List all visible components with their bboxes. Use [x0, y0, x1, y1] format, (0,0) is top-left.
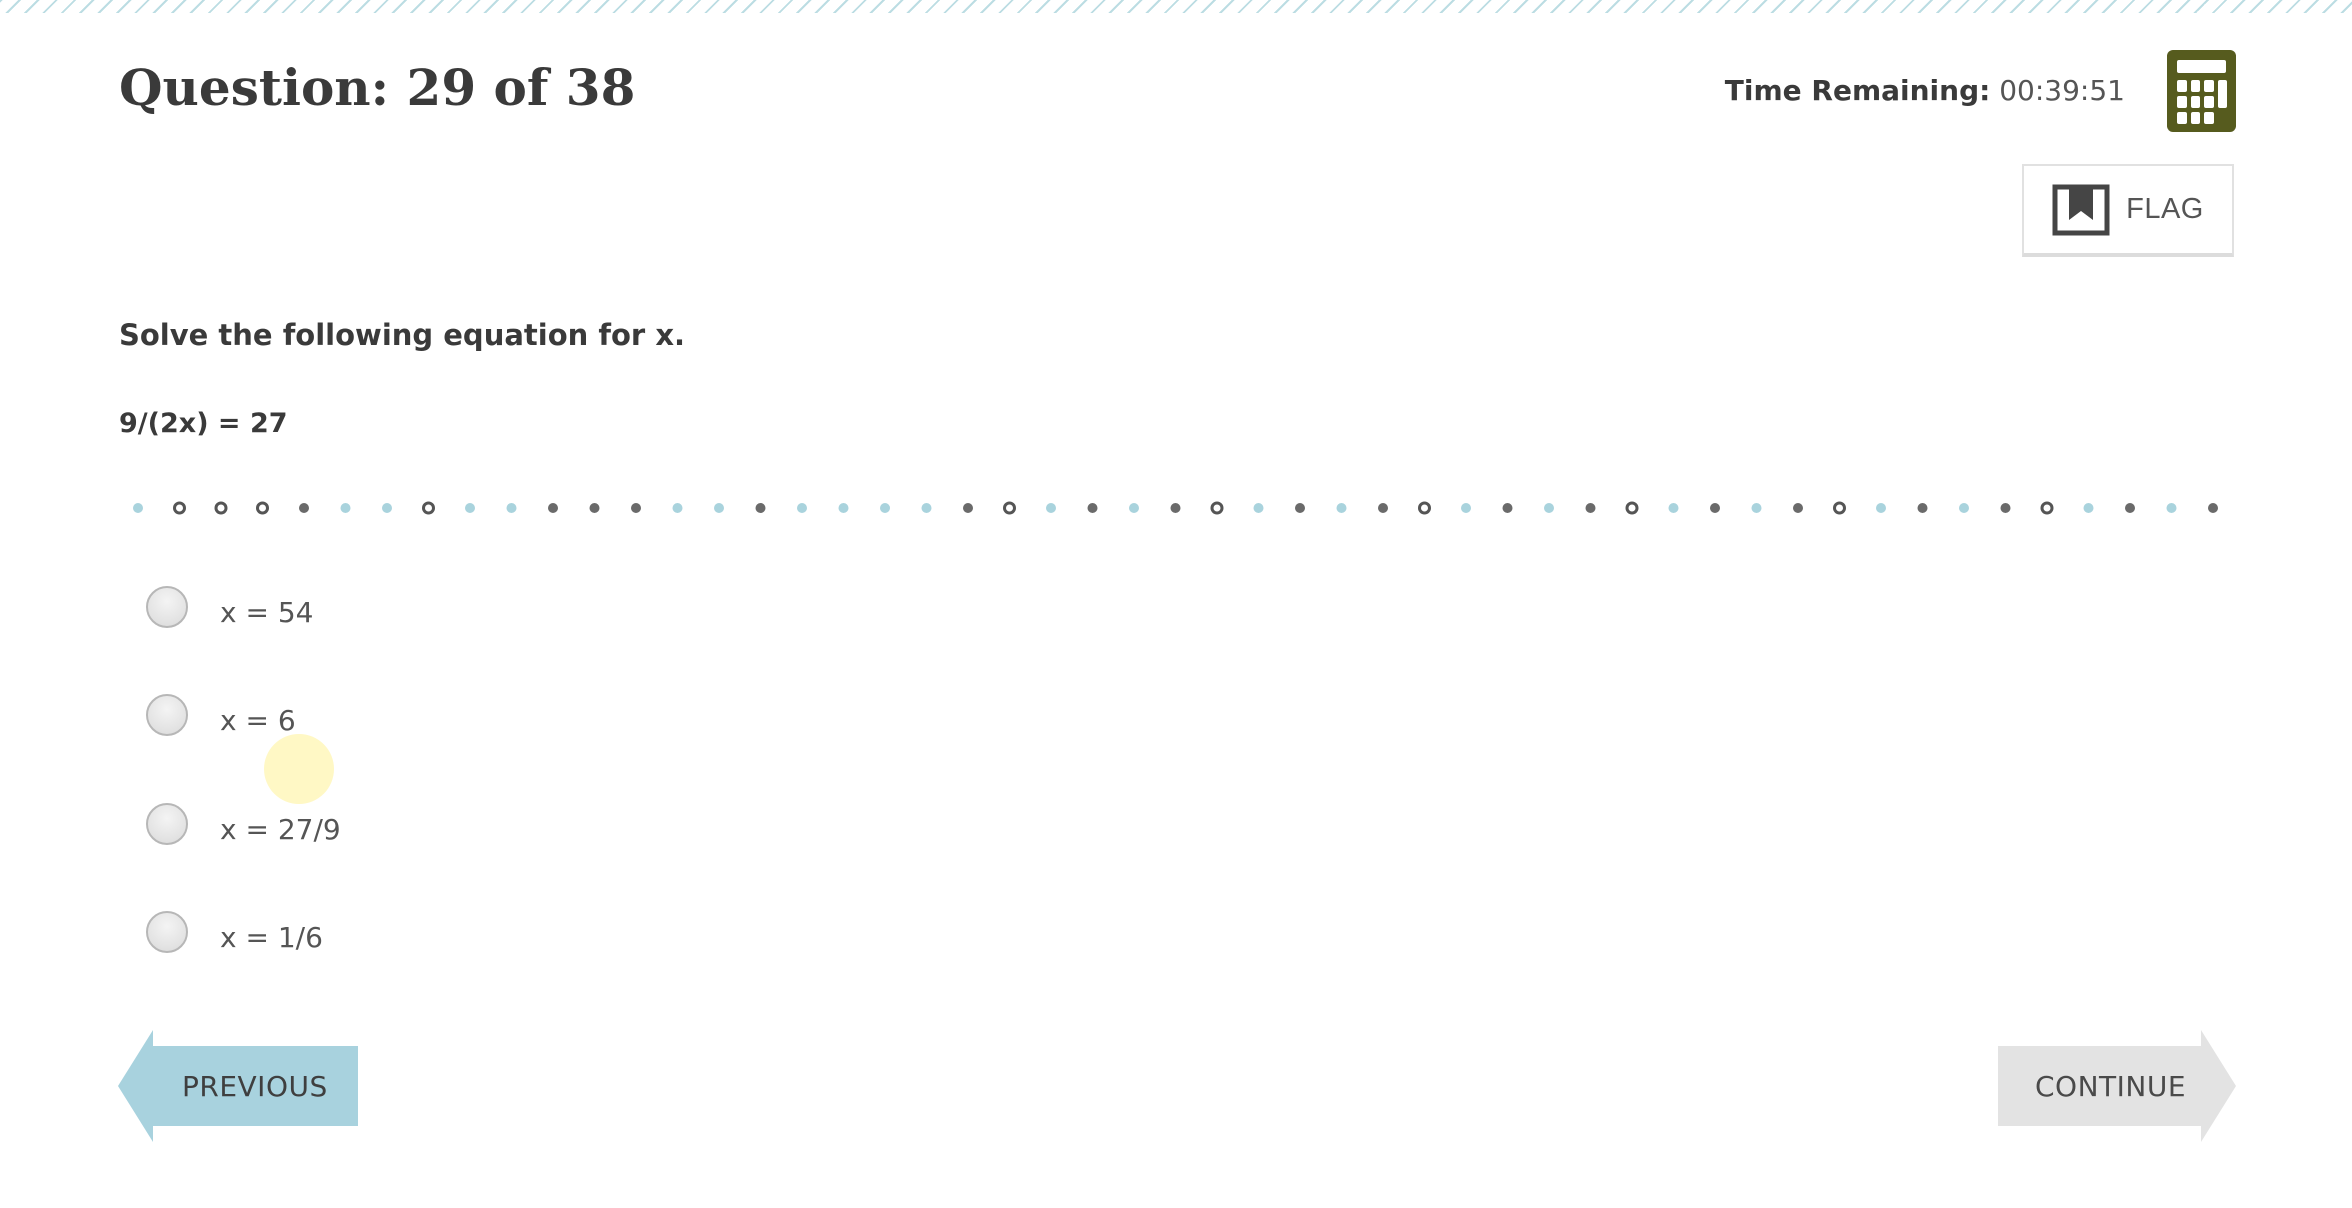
divider-dot: [1710, 503, 1720, 513]
dotted-divider: [133, 501, 2218, 515]
continue-label: CONTINUE: [2035, 1069, 2187, 1103]
answer-label-3: x = 27/9: [220, 813, 341, 846]
divider-dot: [173, 501, 186, 515]
divider-dot: [1129, 503, 1139, 513]
answer-label-2: x = 6: [220, 704, 296, 737]
continue-arrow-shape: [1998, 1030, 2236, 1142]
divider-dot: [1336, 503, 1347, 513]
answer-choice-1[interactable]: x = 54: [146, 584, 313, 629]
divider-dot: [2166, 503, 2177, 513]
divider-dot: [797, 503, 807, 513]
divider-dot: [214, 501, 228, 515]
divider-dot: [1751, 503, 1762, 513]
divider-dot: [963, 503, 973, 513]
divider-dot: [1046, 503, 1056, 513]
divider-dot: [631, 503, 641, 513]
divider-dot: [2125, 503, 2135, 513]
divider-dot: [1170, 503, 1181, 513]
answer-choice-2[interactable]: x = 6: [146, 692, 296, 737]
divider-dot: [672, 503, 683, 513]
previous-button[interactable]: PREVIOUS: [118, 1030, 358, 1142]
divider-dot: [299, 503, 309, 513]
bookmark-flag-icon: [2052, 184, 2110, 236]
divider-dot: [340, 503, 351, 513]
divider-dot: [1461, 503, 1471, 513]
divider-dot: [1378, 503, 1388, 513]
flag-label: FLAG: [2126, 193, 2204, 225]
answer-radio-2[interactable]: [146, 693, 188, 736]
divider-dot: [1876, 503, 1886, 513]
top-decorative-stripe: [0, 0, 2352, 13]
divider-dot: [2000, 503, 2011, 513]
question-progress-title: Question: 29 of 38: [119, 58, 636, 117]
divider-dot: [1917, 503, 1928, 513]
divider-dot: [589, 503, 600, 513]
divider-dot: [1625, 501, 1639, 515]
question-equation: 9/(2x) = 27: [119, 408, 288, 439]
question-prompt: Solve the following equation for x.: [119, 318, 686, 352]
divider-dot: [1210, 501, 1224, 515]
divider-dot: [1418, 501, 1431, 515]
answer-choice-4[interactable]: x = 1/6: [146, 909, 323, 954]
cursor-highlight: [264, 734, 334, 804]
divider-dot: [714, 503, 724, 513]
time-remaining: Time Remaining: 00:39:51: [1725, 74, 2125, 107]
divider-dot: [1253, 503, 1264, 513]
divider-dot: [1502, 503, 1513, 513]
divider-dot: [1793, 503, 1803, 513]
continue-button[interactable]: CONTINUE: [1998, 1030, 2236, 1142]
divider-dot: [1585, 503, 1596, 513]
calculator-button[interactable]: [2167, 50, 2236, 132]
divider-dot: [256, 501, 269, 515]
answer-radio-3[interactable]: [146, 802, 188, 845]
divider-dot: [880, 503, 890, 513]
divider-dot: [2040, 501, 2054, 515]
previous-arrow-shape: [118, 1030, 358, 1142]
divider-dot: [506, 503, 517, 513]
calculator-icon: [2177, 60, 2226, 73]
previous-label: PREVIOUS: [182, 1069, 328, 1103]
answer-label-4: x = 1/6: [220, 921, 323, 954]
flag-button[interactable]: FLAG: [2022, 164, 2234, 257]
divider-dot: [2208, 503, 2218, 513]
divider-dot: [1295, 503, 1305, 513]
divider-dot: [1833, 501, 1846, 515]
time-remaining-label: Time Remaining:: [1724, 74, 1991, 107]
divider-dot: [1544, 503, 1554, 513]
divider-dot: [548, 503, 558, 513]
divider-dot: [1959, 503, 1969, 513]
divider-dot: [133, 503, 143, 513]
answer-choice-3[interactable]: x = 27/9: [146, 801, 341, 846]
divider-dot: [465, 503, 475, 513]
divider-dot: [382, 503, 392, 513]
divider-dot: [1087, 503, 1098, 513]
divider-dot: [921, 503, 932, 513]
answer-radio-1[interactable]: [146, 585, 188, 628]
answer-label-1: x = 54: [220, 596, 314, 629]
divider-dot: [755, 503, 766, 513]
divider-dot: [2083, 503, 2094, 513]
divider-dot: [1668, 503, 1679, 513]
divider-dot: [838, 503, 849, 513]
divider-dot: [1003, 501, 1016, 515]
time-remaining-value: 00:39:51: [1999, 74, 2125, 107]
divider-dot: [422, 501, 435, 515]
answer-radio-4[interactable]: [146, 910, 188, 953]
